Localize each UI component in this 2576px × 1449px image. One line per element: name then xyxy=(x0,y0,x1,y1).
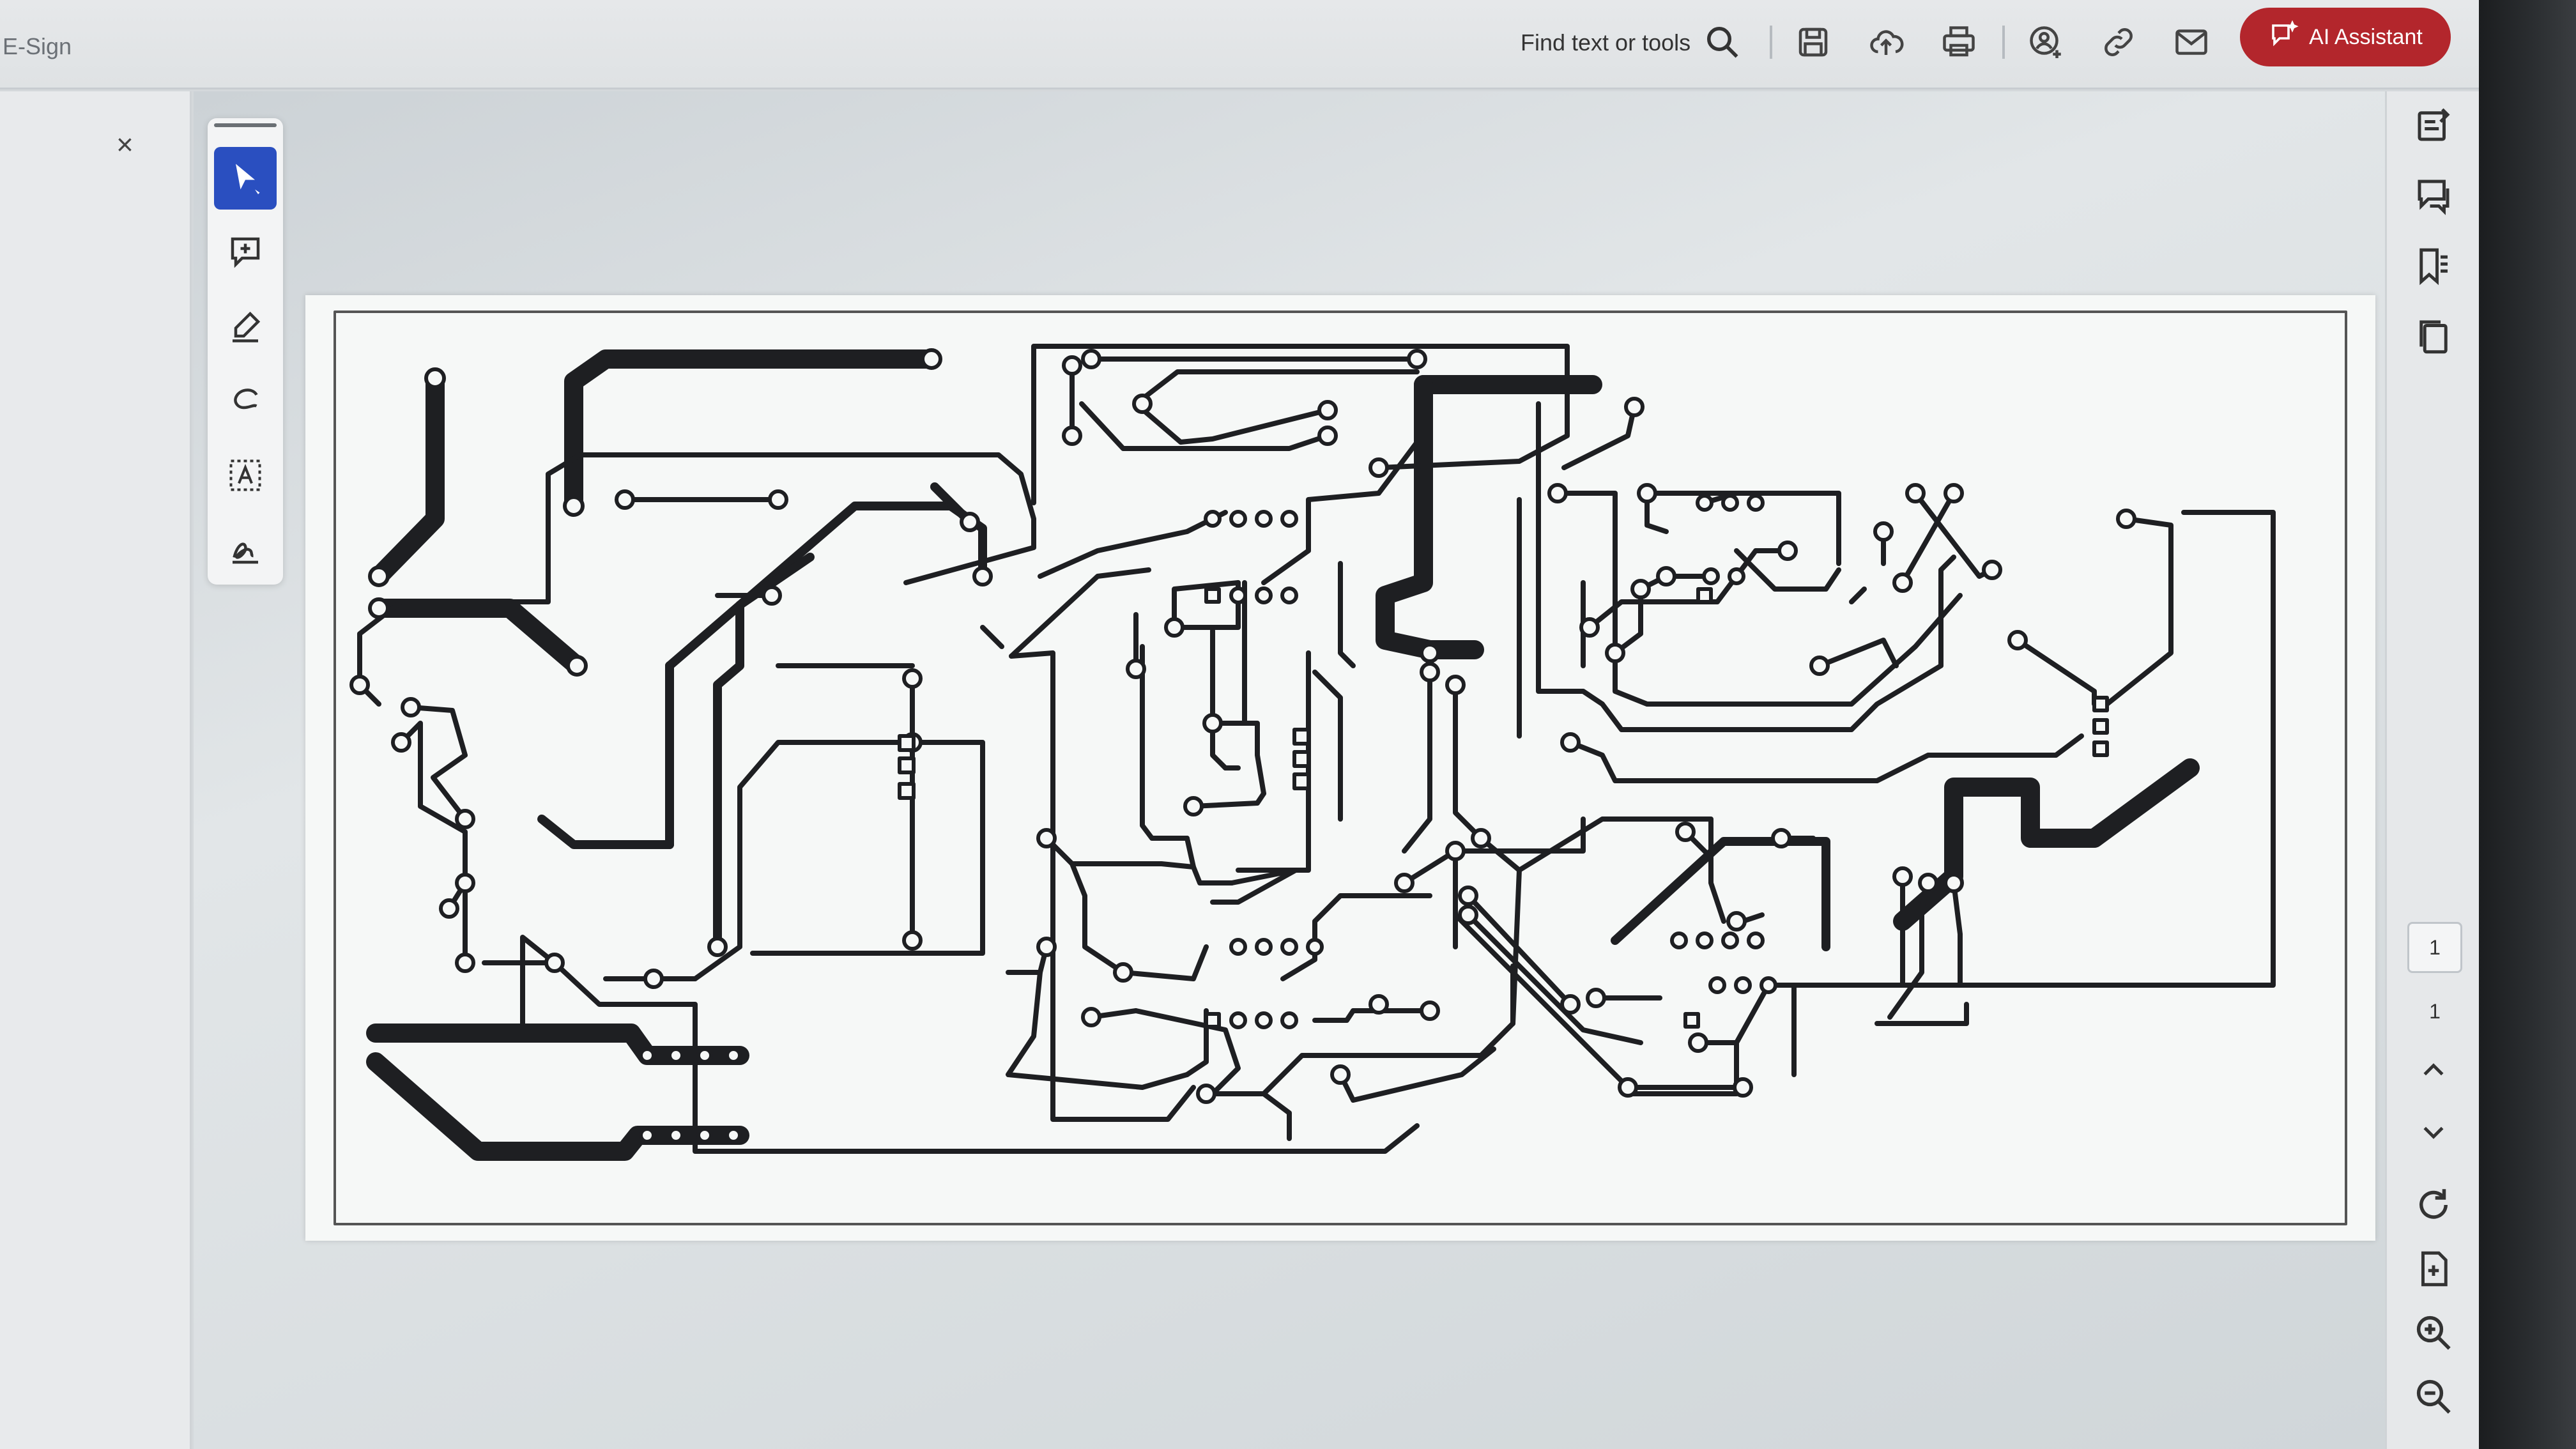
ai-assistant-button[interactable]: AI Assistant xyxy=(2240,8,2451,66)
zoom-in-icon[interactable] xyxy=(2412,1312,2455,1354)
save-icon[interactable] xyxy=(1794,23,1832,61)
zoom-out-icon[interactable] xyxy=(2412,1376,2455,1418)
app-title: E-Sign xyxy=(3,33,72,59)
sign-icon[interactable] xyxy=(214,518,277,581)
text-box-icon[interactable] xyxy=(214,444,277,507)
freehand-draw-icon[interactable] xyxy=(214,370,277,433)
separator xyxy=(2002,26,2005,59)
right-rail: 1 1 xyxy=(2385,91,2479,1449)
extract-page-icon[interactable] xyxy=(2412,1248,2455,1290)
ai-assistant-icon xyxy=(2268,19,2299,56)
left-panel: × xyxy=(0,91,192,1449)
search-icon[interactable] xyxy=(1703,23,1742,61)
edit-panel-icon[interactable] xyxy=(2412,104,2455,146)
pages-panel-icon[interactable] xyxy=(2412,315,2455,357)
toolbar-grip[interactable] xyxy=(214,123,277,127)
select-cursor-icon[interactable] xyxy=(214,147,277,210)
monitor-bezel xyxy=(2479,0,2576,1449)
total-page-count: 1 xyxy=(2429,999,2441,1023)
ai-assistant-label: AI Assistant xyxy=(2309,24,2423,49)
close-panel-button[interactable]: × xyxy=(116,128,134,161)
share-user-icon[interactable] xyxy=(2027,23,2065,61)
chevron-up-icon[interactable] xyxy=(2412,1050,2455,1092)
quick-tools-bar xyxy=(208,118,283,585)
highlight-pen-icon[interactable] xyxy=(214,295,277,358)
document-page[interactable] xyxy=(305,295,2375,1241)
chevron-down-icon[interactable] xyxy=(2412,1110,2455,1153)
separator xyxy=(1770,26,1772,59)
current-page-number[interactable]: 1 xyxy=(2407,922,2462,973)
rotate-icon[interactable] xyxy=(2412,1184,2455,1226)
comments-panel-icon[interactable] xyxy=(2412,174,2455,217)
upload-cloud-icon[interactable] xyxy=(1867,23,1905,61)
pcb-layout-drawing xyxy=(334,310,2347,1225)
link-icon[interactable] xyxy=(2099,23,2138,61)
top-toolbar: E-Sign Find text or tools AI Assistant xyxy=(0,0,2479,89)
bookmarks-panel-icon[interactable] xyxy=(2412,245,2455,287)
find-tools-input[interactable]: Find text or tools xyxy=(1521,29,1691,56)
add-comment-icon[interactable] xyxy=(214,220,277,283)
mail-icon[interactable] xyxy=(2172,23,2211,61)
print-icon[interactable] xyxy=(1940,23,1978,61)
